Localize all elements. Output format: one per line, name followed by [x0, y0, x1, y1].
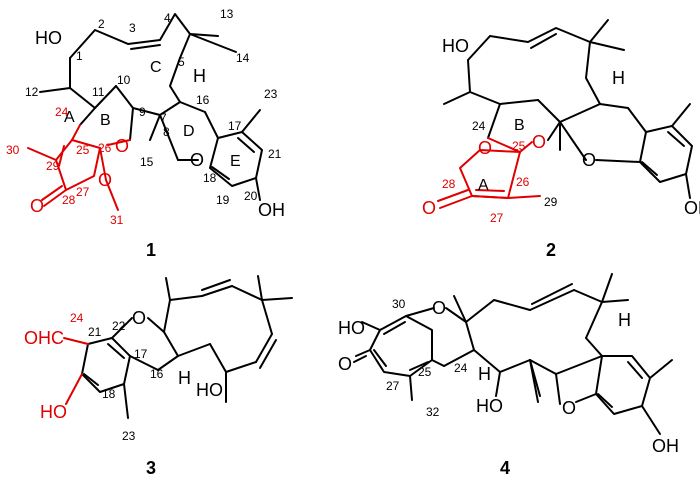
atom-number: 24 [70, 311, 84, 325]
atom-number: 30 [6, 143, 20, 157]
compound-number: 4 [500, 458, 510, 478]
compound-2-structure: HO O O O O OH A B H 24 25 26 27 28 29 [422, 19, 700, 225]
atom-number: 4 [164, 11, 171, 25]
phenol-hydroxyl: HO [40, 402, 67, 422]
c1-hydroxyl: HO [35, 28, 62, 48]
pyran-oxygen: O [132, 308, 146, 328]
atom-number: 17 [228, 119, 242, 133]
atom-number: 25 [512, 139, 526, 153]
tropolone-hydroxyl: HO [338, 318, 365, 338]
atom-number: 31 [110, 213, 124, 227]
chroman-oxygen: O [562, 398, 576, 418]
atom-number: 25 [418, 365, 432, 379]
c1-hydroxyl: HO [442, 36, 469, 56]
atom-number: 13 [220, 7, 234, 21]
compound-number: 2 [546, 240, 556, 260]
atom-number: 8 [163, 125, 170, 139]
atom-number: 3 [129, 21, 136, 35]
atom-number: 24 [55, 105, 69, 119]
atom-number: 21 [88, 325, 102, 339]
atom-number: 15 [140, 155, 154, 169]
phenol-hydroxyl: OH [258, 200, 285, 220]
lactone-oxygen: O [478, 138, 492, 158]
atom-number: 28 [442, 177, 456, 191]
atom-number: 28 [62, 193, 76, 207]
ketone-oxygen: O [30, 196, 44, 216]
ring-a-label: A [64, 109, 75, 126]
atom-number: 11 [92, 85, 105, 99]
atom-number: 18 [102, 387, 116, 401]
atom-number: 27 [76, 185, 90, 199]
atom-number: 10 [117, 73, 131, 87]
methoxy-oxygen: O [98, 170, 112, 190]
ring-hydrogen: H [178, 368, 191, 388]
atom-number: 23 [264, 87, 278, 101]
atom-number: 22 [112, 319, 126, 333]
c7-hydrogen: H [612, 68, 625, 88]
atom-number: 16 [150, 367, 164, 381]
atom-number: 25 [76, 143, 90, 157]
ring-d-label: D [183, 123, 195, 140]
atom-number: 29 [544, 195, 558, 209]
atom-number: 23 [122, 429, 136, 443]
pyran-oxygen: O [432, 298, 446, 318]
ring-a-label: A [478, 177, 489, 194]
chroman-oxygen: O [582, 150, 596, 170]
atom-number: 24 [454, 361, 468, 375]
c9-ether-oxygen: O [115, 136, 129, 156]
atom-number: 30 [392, 297, 406, 311]
compound-1-structure: HO O O O O OH A B C D E H 1 2 3 4 5 7 8 … [6, 7, 285, 227]
c9-ether-oxygen: O [532, 132, 546, 152]
ring-b-label: B [514, 117, 525, 134]
atom-number: 12 [25, 85, 39, 99]
atom-number: 27 [490, 211, 504, 225]
atom-number: 2 [98, 17, 105, 31]
compound-3-structure: O OHC HO HO H 16 17 18 21 22 23 24 [24, 275, 293, 443]
ring-hydroxyl: HO [476, 396, 503, 416]
atom-number: 32 [426, 405, 440, 419]
atom-number: 14 [236, 51, 250, 65]
atom-number: 29 [46, 159, 60, 173]
phenol-hydroxyl: OH [652, 436, 679, 456]
phenol-hydroxyl: OH [684, 198, 700, 218]
ring-c-label: C [150, 59, 162, 76]
atom-number: 19 [216, 193, 230, 207]
chroman-oxygen: O [190, 150, 204, 170]
atom-number: 9 [139, 105, 146, 119]
compound-4-structure: HO O O O HO OH H H 24 25 27 30 32 [338, 273, 679, 456]
atom-number: 16 [196, 93, 210, 107]
atom-number: 7 [160, 111, 167, 125]
ring-hydrogen: H [478, 364, 491, 384]
compound-number: 3 [146, 458, 156, 478]
atom-number: 21 [268, 147, 282, 161]
atom-number: 26 [516, 175, 530, 189]
atom-number: 26 [98, 141, 112, 155]
atom-number: 5 [178, 55, 185, 69]
atom-number: 27 [386, 379, 400, 393]
ring-b-label: B [100, 112, 111, 129]
tropolone-ketone: O [338, 354, 352, 374]
ring-hydrogen: H [618, 310, 631, 330]
ring-hydroxyl: HO [196, 380, 223, 400]
atom-number: 24 [472, 119, 486, 133]
carbonyl-oxygen: O [422, 198, 436, 218]
ring-e-label: E [230, 153, 241, 170]
compound-number: 1 [146, 240, 156, 260]
atom-number: 1 [76, 49, 83, 63]
atom-number: 20 [244, 189, 258, 203]
atom-number: 18 [203, 171, 217, 185]
aldehyde-group: OHC [24, 328, 64, 348]
c7-hydrogen: H [193, 66, 206, 86]
atom-number: 17 [134, 347, 148, 361]
